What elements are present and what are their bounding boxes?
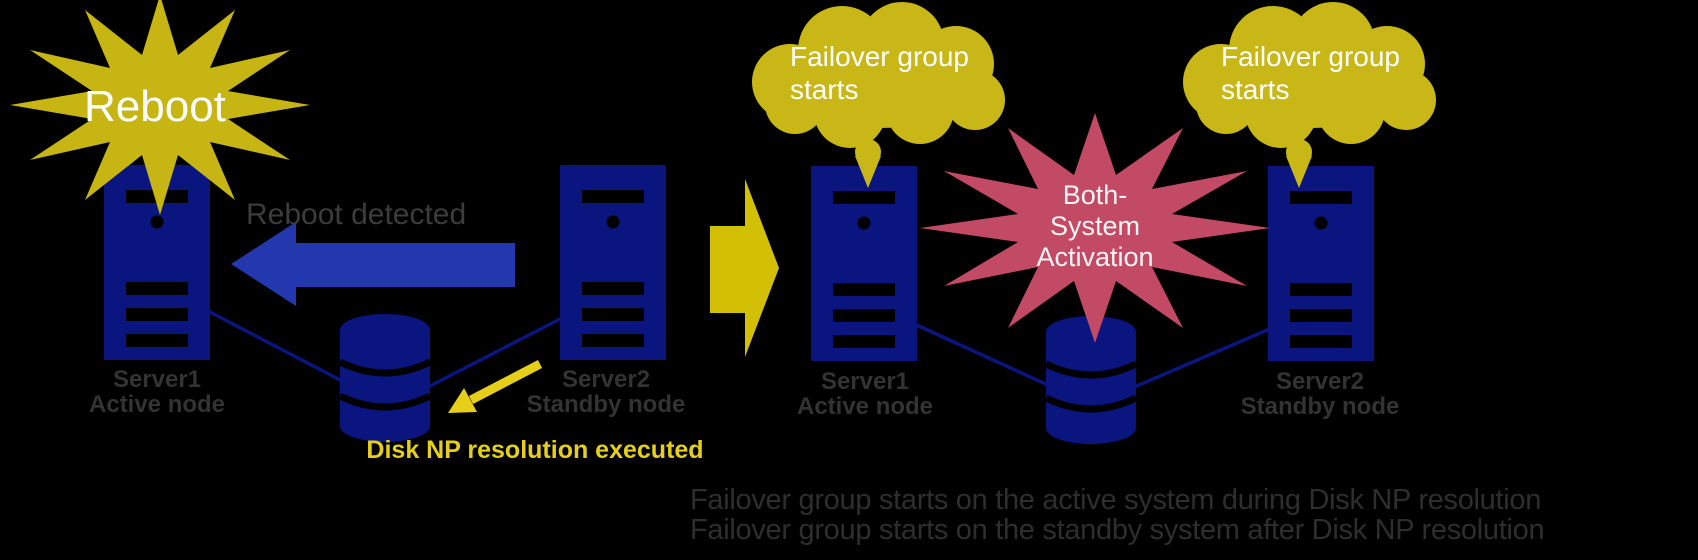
shared-disk-before <box>340 314 430 442</box>
server1-before-label: Server1 Active node <box>7 367 307 417</box>
server2-before-label: Server2 Standby node <box>456 367 756 417</box>
link-server2-disk-after <box>1131 326 1273 390</box>
link-server2-disk-before <box>429 316 563 388</box>
server1-before-role: Active node <box>88 391 226 418</box>
server2-before-tower <box>560 165 666 360</box>
server2-before-name: Server2 <box>561 366 651 393</box>
both-system-activation-burst <box>920 113 1270 343</box>
server1-after-name: Server1 <box>820 368 910 395</box>
failover-cloud-standby-label: Failover group starts <box>1221 41 1400 105</box>
server2-before-role: Standby node <box>526 391 686 418</box>
link-server1-disk-before <box>205 308 345 384</box>
footer-note-line2: Failover group starts on the standby sys… <box>690 514 1545 546</box>
reboot-detected-arrow <box>231 222 515 306</box>
node-disk-links <box>205 308 1273 390</box>
transition-arrow <box>710 179 779 357</box>
both-system-activation-label: Both- System Activation <box>1036 180 1154 272</box>
server1-after-label: Server1 Active node <box>715 369 1015 419</box>
reboot-burst <box>10 0 310 215</box>
server2-after-label: Server2 Standby node <box>1170 369 1470 419</box>
disk-resolution-caption: Disk NP resolution executed <box>366 436 704 464</box>
failover-cloud-active-label: Failover group starts <box>790 41 969 105</box>
server2-after-tower <box>1268 166 1374 361</box>
link-server1-disk-after <box>909 320 1051 388</box>
shared-disk-after <box>1046 316 1136 444</box>
server1-after-role: Active node <box>796 393 934 420</box>
server1-after-tower <box>811 166 917 361</box>
footer-notes: Failover group starts on the active syst… <box>690 484 1545 546</box>
server2-after-role: Standby node <box>1240 393 1400 420</box>
disk-resolution-arrow <box>448 360 543 413</box>
server2-after-name: Server2 <box>1275 368 1365 395</box>
server1-before-name: Server1 <box>112 366 202 393</box>
footer-note-line1: Failover group starts on the active syst… <box>690 484 1542 516</box>
reboot-label: Reboot <box>84 82 226 131</box>
reboot-detected-label: Reboot detected <box>246 198 467 231</box>
